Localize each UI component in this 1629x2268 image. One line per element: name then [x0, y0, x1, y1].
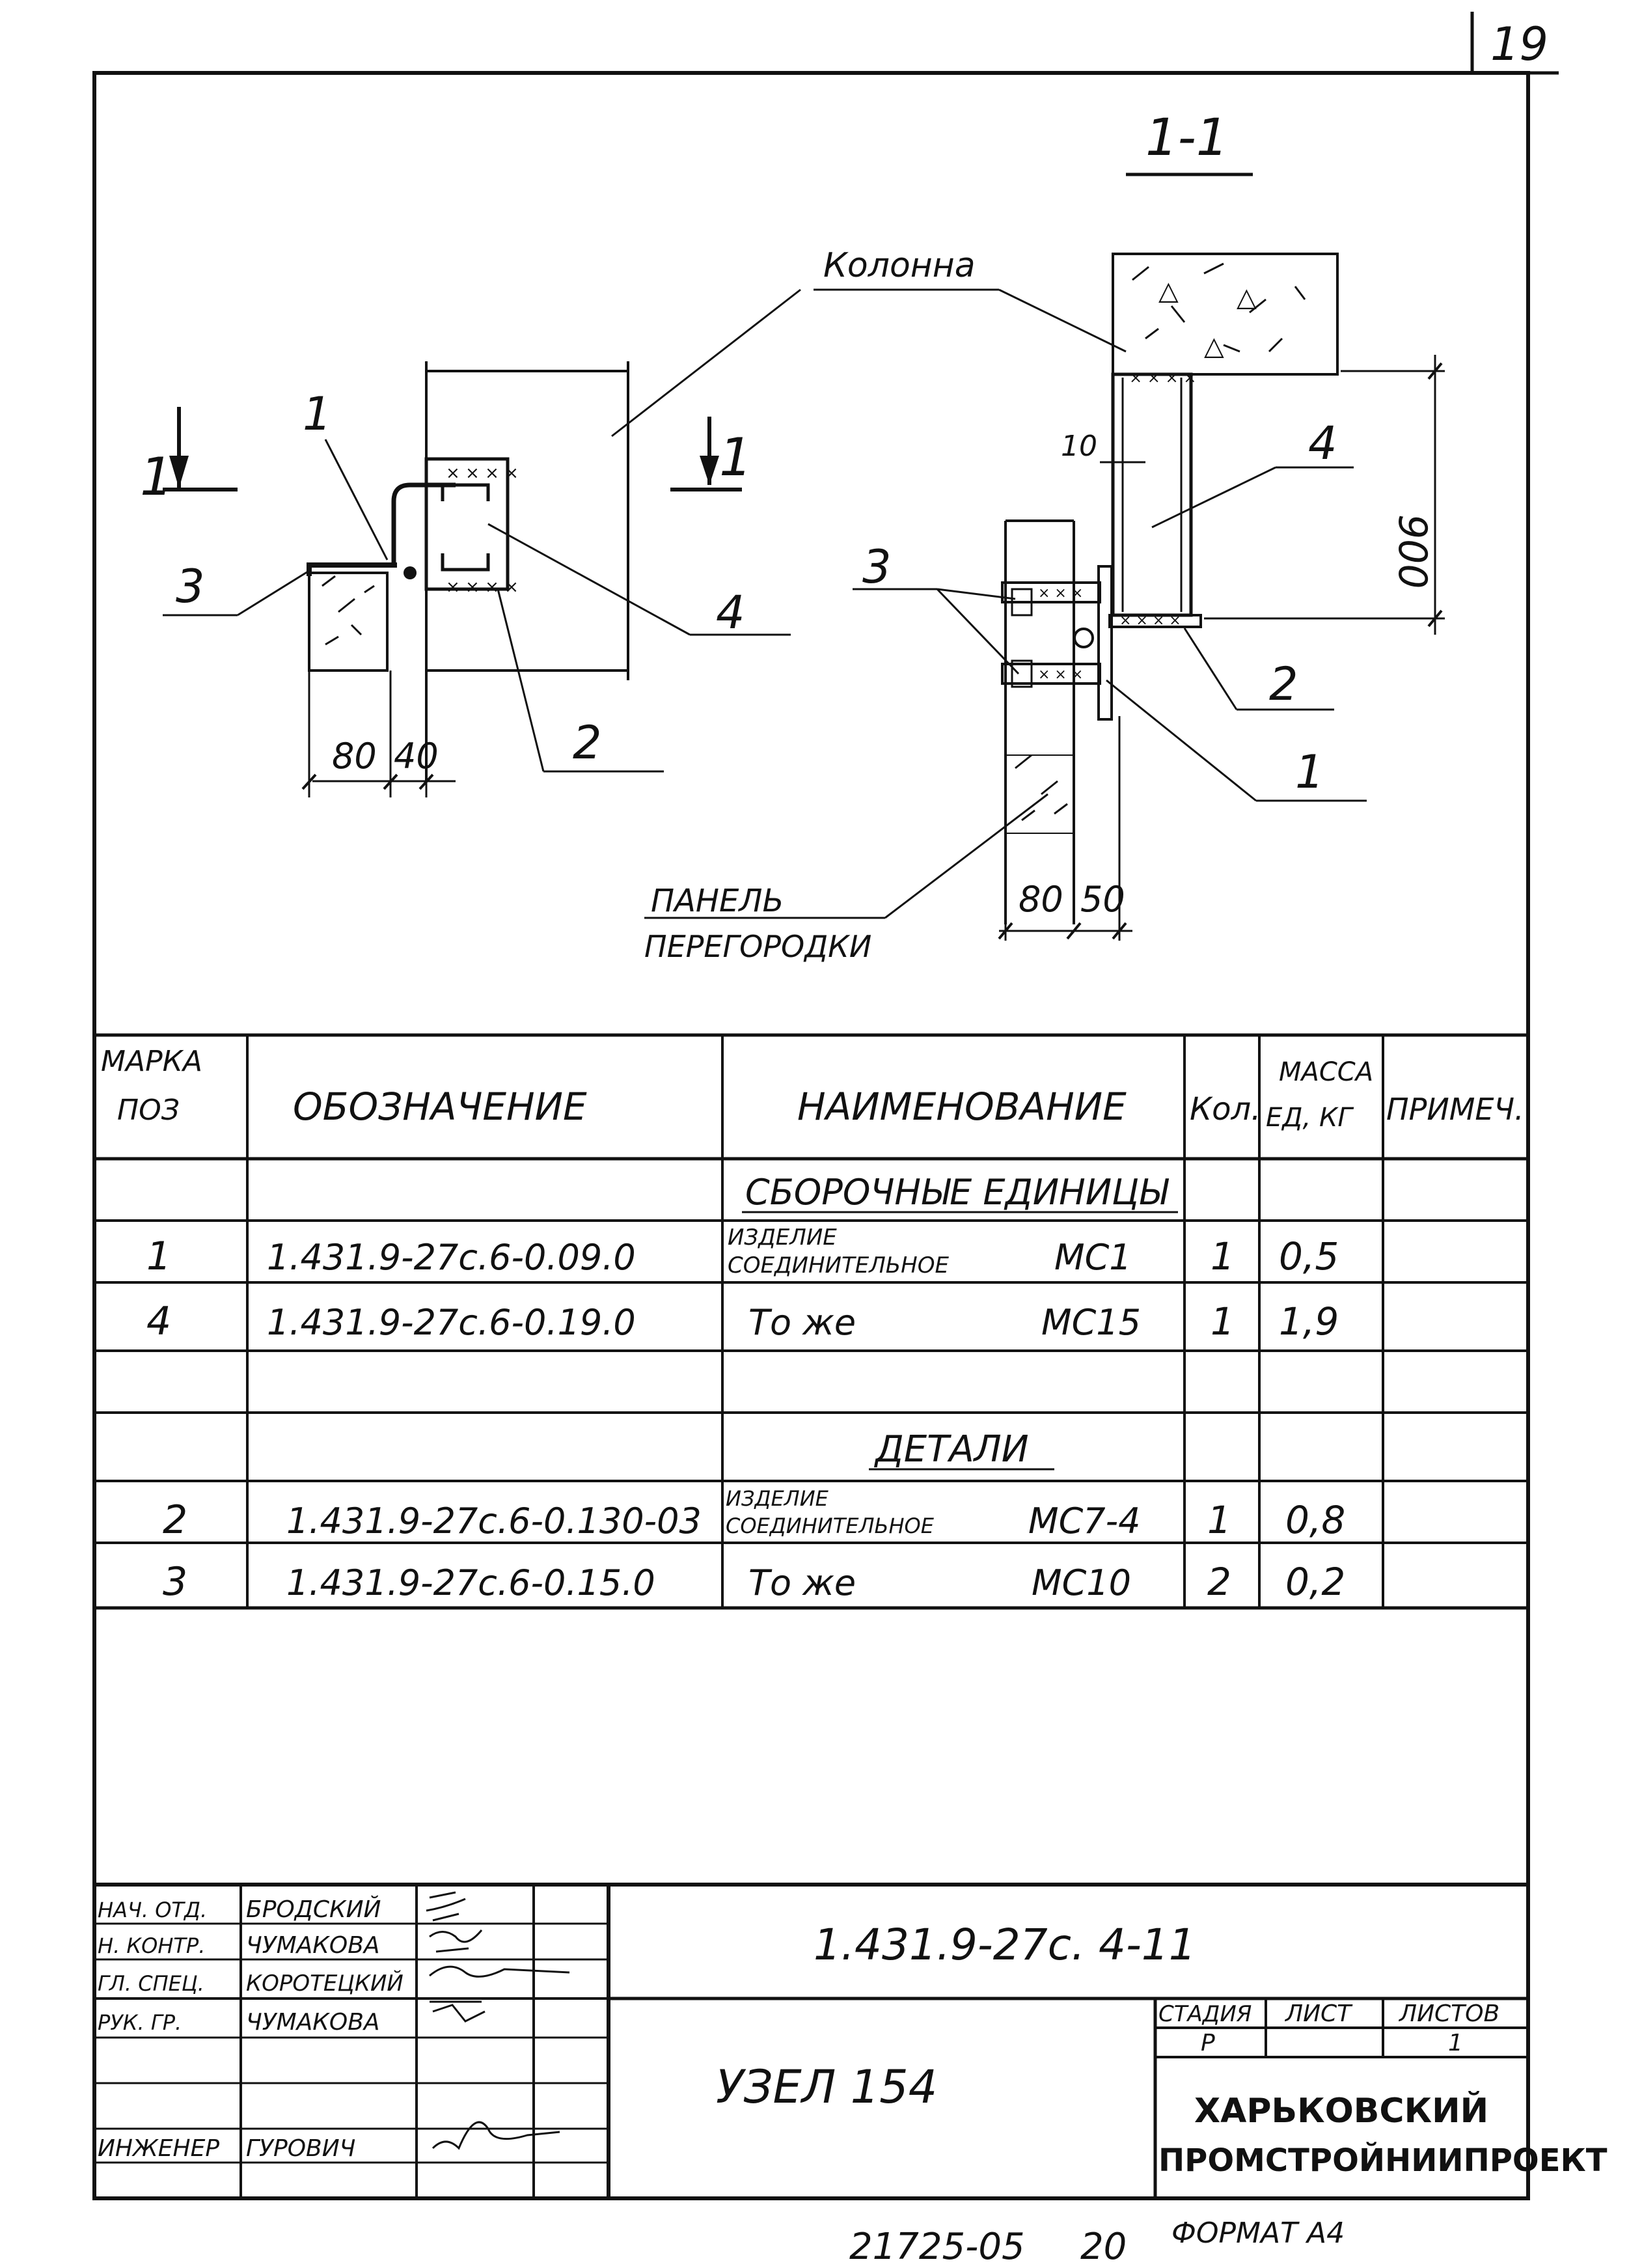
svg-text:× × × ×: × × × ×	[1129, 368, 1196, 387]
right-detail: △ △ △ × × × × × × × × × × × × × ×	[611, 246, 1445, 964]
row1-name2: СОЕДИНИТЕЛЬНОЕ	[728, 1252, 949, 1279]
row1-mass: 0,5	[1279, 1234, 1339, 1279]
title-block: НАЧ. ОТД. БРОДСКИЙ Н. КОНТР. ЧУМАКОВА ГЛ…	[94, 1883, 1608, 2198]
cut-mark-right: 1	[719, 427, 752, 488]
svg-text:× × × ×: × × × ×	[446, 577, 519, 597]
stage-value: Р	[1201, 2030, 1215, 2056]
section-assemblies: СБОРОЧНЫЕ ЕДИНИЦЫ	[745, 1172, 1170, 1213]
row3-designation: 1.431.9-27с.6-0.130-03	[286, 1500, 702, 1542]
row4-mark: 3	[163, 1559, 187, 1605]
staff-name-6: ГУРОВИЧ	[246, 2135, 355, 2162]
row3-name1: ИЗДЕЛИЕ	[726, 1486, 829, 1511]
row4-qty: 2	[1207, 1560, 1231, 1604]
left-callout-2: 2	[573, 716, 602, 769]
row4-code: МС10	[1032, 1562, 1131, 1603]
row4-mass: 0,2	[1285, 1560, 1345, 1604]
sheet-frame	[92, 71, 1530, 2200]
sheets-label: ЛИСТОВ	[1398, 2000, 1499, 2027]
svg-text:× × × ×: × × × ×	[446, 463, 519, 483]
org-name-1: ХАРЬКОВСКИЙ	[1194, 2091, 1488, 2131]
inventory-number: 21725-05	[849, 2226, 1025, 2268]
row2-designation: 1.431.9-27с.6-0.19.0	[267, 1302, 636, 1343]
dim-left-a: 80	[332, 736, 377, 777]
hdr-qty: Кол.	[1190, 1091, 1261, 1127]
left-callout-4: 4	[716, 586, 745, 639]
row3-mark: 2	[163, 1497, 187, 1543]
callout-column: Колонна	[823, 246, 976, 285]
hdr-name: НАИМЕНОВАНИЕ	[797, 1085, 1127, 1129]
svg-text:△: △	[1158, 276, 1179, 306]
cut-mark-left: 1	[140, 447, 173, 507]
doc-code: 1.431.9-27с. 4-11	[814, 1920, 1196, 1970]
row1-mark: 1	[146, 1234, 171, 1279]
hdr-mark-1: МАРКА	[101, 1045, 202, 1078]
staff-role-6: ИНЖЕНЕР	[98, 2135, 219, 2162]
row1-qty: 1	[1211, 1234, 1235, 1279]
row3-code: МС7-4	[1028, 1500, 1141, 1542]
drawing-title: УЗЕЛ 154	[716, 2060, 937, 2114]
hdr-designation: ОБОЗНАЧЕНИЕ	[293, 1085, 587, 1129]
dim-height: 900	[1389, 514, 1435, 589]
staff-name-2: ЧУМАКОВА	[246, 1932, 380, 1959]
row3-name2: СОЕДИНИТЕЛЬНОЕ	[726, 1514, 935, 1538]
callout-panel-line1: ПАНЕЛЬ	[651, 883, 784, 919]
callout-panel-line2: ПЕРЕГОРОДКИ	[644, 929, 871, 964]
copy-number: 20	[1080, 2226, 1127, 2268]
left-detail: 1 1 × × × × × × × ×	[140, 361, 791, 797]
hdr-note: ПРИМЕЧ.	[1386, 1092, 1524, 1127]
left-callout-1: 1	[303, 387, 332, 441]
row3-qty: 1	[1207, 1498, 1231, 1542]
format-label: ФОРМАТ А4	[1171, 2217, 1345, 2250]
dim-right-a: 80	[1019, 879, 1063, 920]
page-number-box: 19	[1470, 12, 1559, 75]
right-callout-1: 1	[1295, 745, 1324, 799]
spec-table: МАРКА ПОЗ ОБОЗНАЧЕНИЕ НАИМЕНОВАНИЕ Кол. …	[94, 1033, 1528, 1610]
page-number: 19	[1490, 18, 1548, 71]
right-callout-4: 4	[1308, 417, 1337, 470]
svg-text:× × ×: × × ×	[1038, 667, 1083, 683]
svg-text:× × × ×: × × × ×	[1119, 613, 1181, 629]
staff-role-4: РУК. ГР.	[98, 2010, 182, 2035]
stage-label: СТАДИЯ	[1158, 2001, 1252, 2027]
org-name-2: ПРОМСТРОЙНИИПРОЕКТ	[1158, 2142, 1608, 2179]
hdr-mass-2: ЕД, КГ	[1266, 1103, 1354, 1133]
staff-name-1: БРОДСКИЙ	[246, 1896, 381, 1923]
sheets-value: 1	[1448, 2030, 1463, 2056]
section-details: ДЕТАЛИ	[873, 1428, 1029, 1471]
dim-left-b: 40	[394, 736, 439, 777]
row1-name1: ИЗДЕЛИЕ	[728, 1224, 837, 1251]
row2-mark: 4	[146, 1299, 171, 1344]
svg-text:× × ×: × × ×	[1038, 585, 1083, 602]
svg-text:△: △	[1204, 331, 1224, 361]
row2-mass: 1,9	[1279, 1299, 1339, 1344]
dim-gap: 10	[1061, 430, 1097, 463]
row3-mass: 0,8	[1285, 1498, 1345, 1542]
staff-name-4: ЧУМАКОВА	[246, 2009, 380, 2036]
right-callout-3: 3	[862, 540, 892, 594]
sheet-label: ЛИСТ	[1284, 2000, 1353, 2027]
row1-code: МС1	[1054, 1237, 1132, 1278]
staff-role-1: НАЧ. ОТД.	[98, 1898, 207, 1922]
dim-right-b: 50	[1080, 879, 1125, 920]
staff-name-3: КОРОТЕЦКИЙ	[246, 1970, 404, 1997]
row4-name1: То же	[748, 1562, 856, 1603]
left-callout-3: 3	[176, 560, 205, 613]
footer: 21725-05 20 ФОРМАТ А4	[849, 2217, 1345, 2268]
right-callout-2: 2	[1269, 657, 1298, 711]
row2-code: МС15	[1041, 1302, 1141, 1343]
section-title: 1-1	[1145, 109, 1228, 167]
hdr-mass-1: МАССА	[1279, 1057, 1373, 1087]
svg-text:△: △	[1237, 283, 1257, 312]
signatures	[426, 1891, 570, 2150]
row2-name1: То же	[748, 1302, 856, 1343]
row4-designation: 1.431.9-27с.6-0.15.0	[286, 1562, 655, 1603]
staff-role-2: Н. КОНТР.	[98, 1933, 205, 1958]
hdr-mark-2: ПОЗ	[117, 1094, 180, 1127]
row2-qty: 1	[1211, 1299, 1235, 1344]
row1-designation: 1.431.9-27с.6-0.09.0	[267, 1237, 636, 1278]
staff-role-3: ГЛ. СПЕЦ.	[98, 1971, 204, 1996]
